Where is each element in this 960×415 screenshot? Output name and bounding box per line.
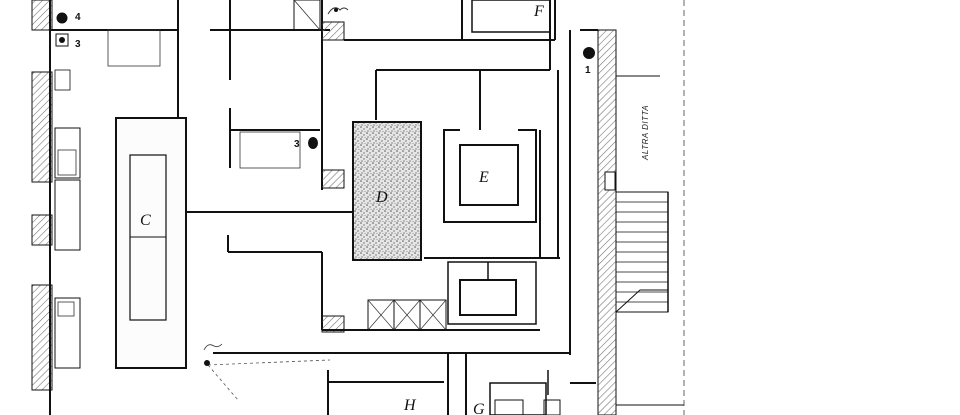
marker-3-top-label: 3 <box>75 39 81 50</box>
marker-3-top: 3 <box>55 33 81 50</box>
staircase <box>615 191 669 313</box>
camera-icon <box>203 343 223 366</box>
marker-3-mid-label: 3 <box>294 139 300 150</box>
interior-walls-left <box>186 0 570 354</box>
room-e <box>424 129 560 259</box>
camera-icon-top <box>327 7 349 15</box>
room-e-label: E <box>478 169 489 186</box>
structural-columns <box>293 0 345 333</box>
room-c <box>115 117 187 369</box>
altra-ditta-label: ALTRA DITTA <box>641 105 650 161</box>
sink-fixture-lower <box>54 297 81 369</box>
sink-fixture-upper <box>54 127 81 179</box>
top-left-room-walls <box>50 0 179 118</box>
marker-1-label: 1 <box>585 65 591 76</box>
room-g-label: G <box>473 401 485 415</box>
room-h-label: H <box>403 397 417 414</box>
storage-racks <box>322 299 540 331</box>
room-g <box>465 353 596 415</box>
right-corridor-walls <box>554 0 571 355</box>
marker-3-mid: 3 <box>294 137 318 150</box>
room-c-label: C <box>140 212 151 229</box>
top-corridor-walls <box>344 0 555 130</box>
marker-1: 1 <box>583 47 595 76</box>
room-d <box>352 121 422 261</box>
marker-4-label: 4 <box>75 12 81 23</box>
marker-4: 4 <box>56 12 81 24</box>
left-cabinet <box>54 69 81 251</box>
room-f <box>471 0 551 33</box>
room-f-label: F <box>533 3 544 20</box>
lower-right-equipment <box>447 261 537 325</box>
room-d-label: D <box>375 189 388 206</box>
camera-sightline <box>207 359 331 401</box>
room-h <box>327 353 449 415</box>
stair-landing <box>615 289 684 406</box>
left-exterior-wall <box>31 0 53 415</box>
